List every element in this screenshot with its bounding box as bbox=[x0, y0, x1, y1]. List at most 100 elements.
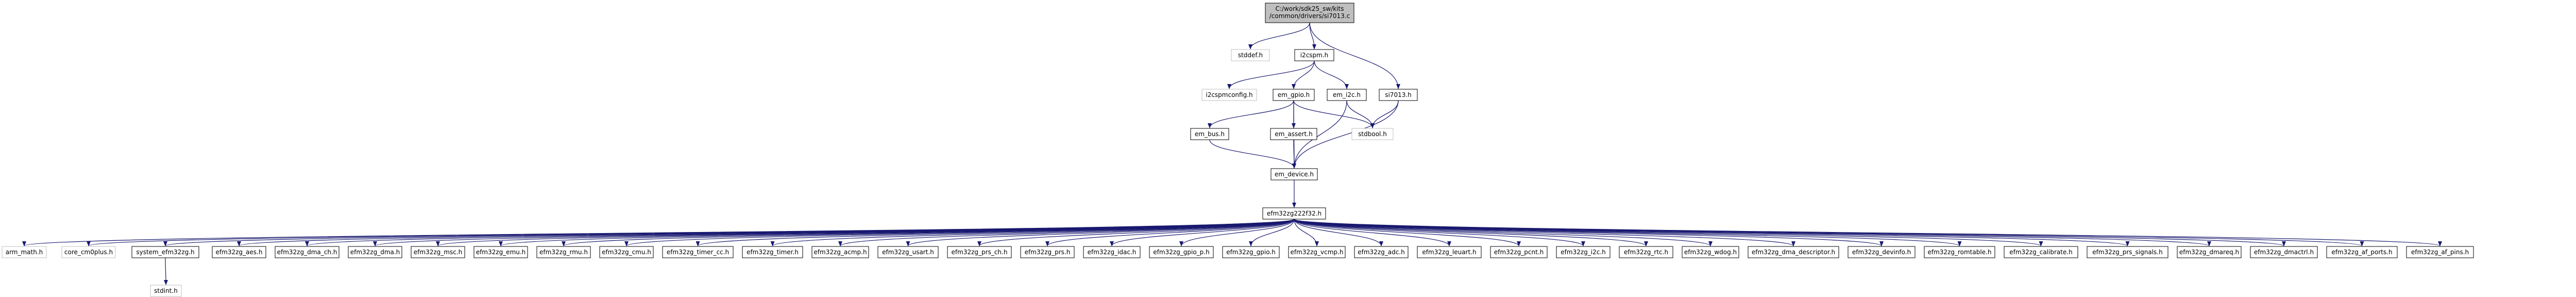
node-leuart[interactable]: efm32zg_leuart.h bbox=[1417, 246, 1482, 258]
node-gpio[interactable]: efm32zg_gpio.h bbox=[1222, 246, 1280, 258]
edge-efm32zg222f32-to-prs_signals bbox=[1294, 219, 2129, 246]
node-vcmp-box bbox=[1288, 246, 1346, 258]
node-dma[interactable]: efm32zg_dma.h bbox=[348, 246, 402, 258]
node-si7013[interactable]: si7013.h bbox=[1379, 89, 1418, 101]
node-dma_descriptor[interactable]: efm32zg_dma_descriptor.h bbox=[1748, 246, 1839, 258]
node-em_assert-box bbox=[1270, 128, 1317, 140]
node-efm32zg222f32[interactable]: efm32zg222f32.h bbox=[1262, 207, 1326, 220]
node-aes-label: efm32zg_aes.h bbox=[216, 249, 263, 256]
node-cmu[interactable]: efm32zg_cmu.h bbox=[599, 246, 654, 258]
node-em_assert-label: em_assert.h bbox=[1275, 130, 1312, 138]
node-em_assert[interactable]: em_assert.h bbox=[1270, 128, 1317, 140]
edge-efm32zg222f32-to-adc bbox=[1294, 219, 1383, 246]
edge-i2cspm-to-em_gpio bbox=[1292, 60, 1315, 89]
node-gpio_p[interactable]: efm32zg_gpio_p.h bbox=[1149, 246, 1214, 258]
node-i2cspm[interactable]: i2cspm.h bbox=[1294, 49, 1334, 61]
node-rtc[interactable]: efm32zg_rtc.h bbox=[1619, 246, 1673, 258]
node-si7013-box bbox=[1379, 89, 1418, 101]
node-prs[interactable]: efm32zg_prs.h bbox=[1020, 246, 1075, 258]
node-dma_ch-box bbox=[275, 246, 340, 258]
node-romtable[interactable]: efm32zg_romtable.h bbox=[1924, 246, 1995, 258]
node-wdog-box bbox=[1682, 246, 1739, 258]
node-system_efm32zg[interactable]: system_efm32zg.h bbox=[131, 246, 199, 258]
node-adc-label: efm32zg_adc.h bbox=[1358, 249, 1404, 256]
node-acmp[interactable]: efm32zg_acmp.h bbox=[811, 246, 869, 258]
node-prs-label: efm32zg_prs.h bbox=[1025, 249, 1071, 256]
node-em_gpio-label: em_gpio.h bbox=[1278, 91, 1310, 98]
node-romtable-label: efm32zg_romtable.h bbox=[1928, 249, 1992, 256]
edge-si7013-to-em_device bbox=[1292, 100, 1399, 169]
node-em_device-box bbox=[1270, 168, 1318, 180]
node-adc[interactable]: efm32zg_adc.h bbox=[1354, 246, 1409, 258]
edge-em_i2c-to-stdbool bbox=[1346, 100, 1375, 128]
node-adc-box bbox=[1354, 246, 1409, 258]
edge-efm32zg222f32-to-system_efm32zg bbox=[163, 219, 1295, 246]
node-em_i2c[interactable]: em_i2c.h bbox=[1327, 89, 1367, 101]
node-dma_descriptor-box bbox=[1748, 246, 1839, 258]
node-stdint-label: stdint.h bbox=[154, 287, 178, 294]
node-msc[interactable]: efm32zg_msc.h bbox=[411, 246, 465, 258]
edge-efm32zg222f32-to-leuart bbox=[1294, 219, 1451, 246]
node-af_ports[interactable]: efm32zg_af_ports.h bbox=[2326, 246, 2398, 258]
edge-efm32zg222f32-to-romtable bbox=[1294, 219, 1962, 246]
edge-efm32zg222f32-to-af_pins bbox=[1294, 219, 2442, 246]
node-vcmp[interactable]: efm32zg_vcmp.h bbox=[1288, 246, 1346, 258]
node-stddef_top: stddef.h bbox=[1231, 49, 1270, 61]
node-dma_ch[interactable]: efm32zg_dma_ch.h bbox=[275, 246, 340, 258]
node-pcnt[interactable]: efm32zg_pcnt.h bbox=[1490, 246, 1548, 258]
node-em_device[interactable]: em_device.h bbox=[1270, 168, 1318, 180]
node-stdbool-box bbox=[1351, 128, 1394, 140]
node-i2cspm-label: i2cspm.h bbox=[1300, 52, 1329, 59]
node-prs_signals[interactable]: efm32zg_prs_signals.h bbox=[2087, 246, 2168, 258]
node-timer[interactable]: efm32zg_timer.h bbox=[742, 246, 803, 258]
node-em_bus[interactable]: em_bus.h bbox=[1190, 128, 1229, 140]
node-gpio-box bbox=[1222, 246, 1280, 258]
node-i2c[interactable]: efm32zg_i2c.h bbox=[1556, 246, 1611, 258]
node-prs_signals-box bbox=[2087, 246, 2168, 258]
node-romtable-box bbox=[1924, 246, 1995, 258]
node-em_gpio[interactable]: em_gpio.h bbox=[1273, 89, 1315, 101]
node-aes[interactable]: efm32zg_aes.h bbox=[212, 246, 266, 258]
node-af_pins[interactable]: efm32zg_af_pins.h bbox=[2406, 246, 2474, 258]
edge-si7013-to-stdbool bbox=[1370, 100, 1399, 128]
node-msc-label: efm32zg_msc.h bbox=[414, 249, 462, 256]
node-devinfo-box bbox=[1848, 246, 1916, 258]
edge-efm32zg222f32-to-timer bbox=[770, 219, 1295, 246]
edge-efm32zg222f32-to-timer_cc bbox=[696, 219, 1295, 246]
node-dmactrl[interactable]: efm32zg_dmactrl.h bbox=[2250, 246, 2318, 258]
node-em_i2c-label: em_i2c.h bbox=[1333, 91, 1361, 98]
edge-root-to-stddef_top bbox=[1248, 22, 1310, 50]
node-wdog-label: efm32zg_wdog.h bbox=[1684, 249, 1737, 256]
node-prs_ch[interactable]: efm32zg_prs_ch.h bbox=[947, 246, 1012, 258]
node-dmactrl-box bbox=[2250, 246, 2318, 258]
node-vcmp-label: efm32zg_vcmp.h bbox=[1291, 249, 1344, 256]
node-rmu[interactable]: efm32zg_rmu.h bbox=[536, 246, 591, 258]
node-calibrate[interactable]: efm32zg_calibrate.h bbox=[2004, 246, 2078, 258]
node-pcnt-label: efm32zg_pcnt.h bbox=[1494, 249, 1544, 256]
node-idac[interactable]: efm32zg_idac.h bbox=[1083, 246, 1141, 258]
node-i2cspmconfig-box bbox=[1201, 89, 1257, 101]
node-dmareq-label: efm32zg_dmareq.h bbox=[2179, 249, 2239, 256]
node-root-label-line-2: /common/drivers/si7013.c bbox=[1269, 12, 1350, 20]
node-af_pins-box bbox=[2406, 246, 2474, 258]
edge-em_gpio-to-stdbool bbox=[1293, 100, 1375, 128]
node-root-file: C:/work/sdk25_sw/kits/common/drivers/si7… bbox=[1265, 3, 1354, 23]
node-calibrate-box bbox=[2004, 246, 2078, 258]
node-dmareq-box bbox=[2177, 246, 2242, 258]
node-wdog[interactable]: efm32zg_wdog.h bbox=[1682, 246, 1739, 258]
edge-i2cspm-to-i2cspmconfig bbox=[1227, 60, 1315, 89]
node-em_device-label: em_device.h bbox=[1275, 171, 1314, 178]
edge-efm32zg222f32-to-usart bbox=[906, 219, 1295, 246]
node-emu[interactable]: efm32zg_emu.h bbox=[473, 246, 528, 258]
node-devinfo[interactable]: efm32zg_devinfo.h bbox=[1848, 246, 1916, 258]
node-cmu-label: efm32zg_cmu.h bbox=[602, 249, 651, 256]
edge-efm32zg222f32-to-idac bbox=[1110, 219, 1295, 246]
node-timer_cc[interactable]: efm32zg_timer_cc.h bbox=[662, 246, 734, 258]
node-usart[interactable]: efm32zg_usart.h bbox=[877, 246, 939, 258]
edge-em_i2c-to-em_device bbox=[1292, 100, 1347, 169]
node-dmareq[interactable]: efm32zg_dmareq.h bbox=[2177, 246, 2242, 258]
node-em_i2c-box bbox=[1327, 89, 1367, 101]
edge-root-to-si7013 bbox=[1309, 22, 1400, 89]
node-gpio_p-box bbox=[1149, 246, 1214, 258]
edge-em_bus-to-em_device bbox=[1209, 139, 1296, 169]
